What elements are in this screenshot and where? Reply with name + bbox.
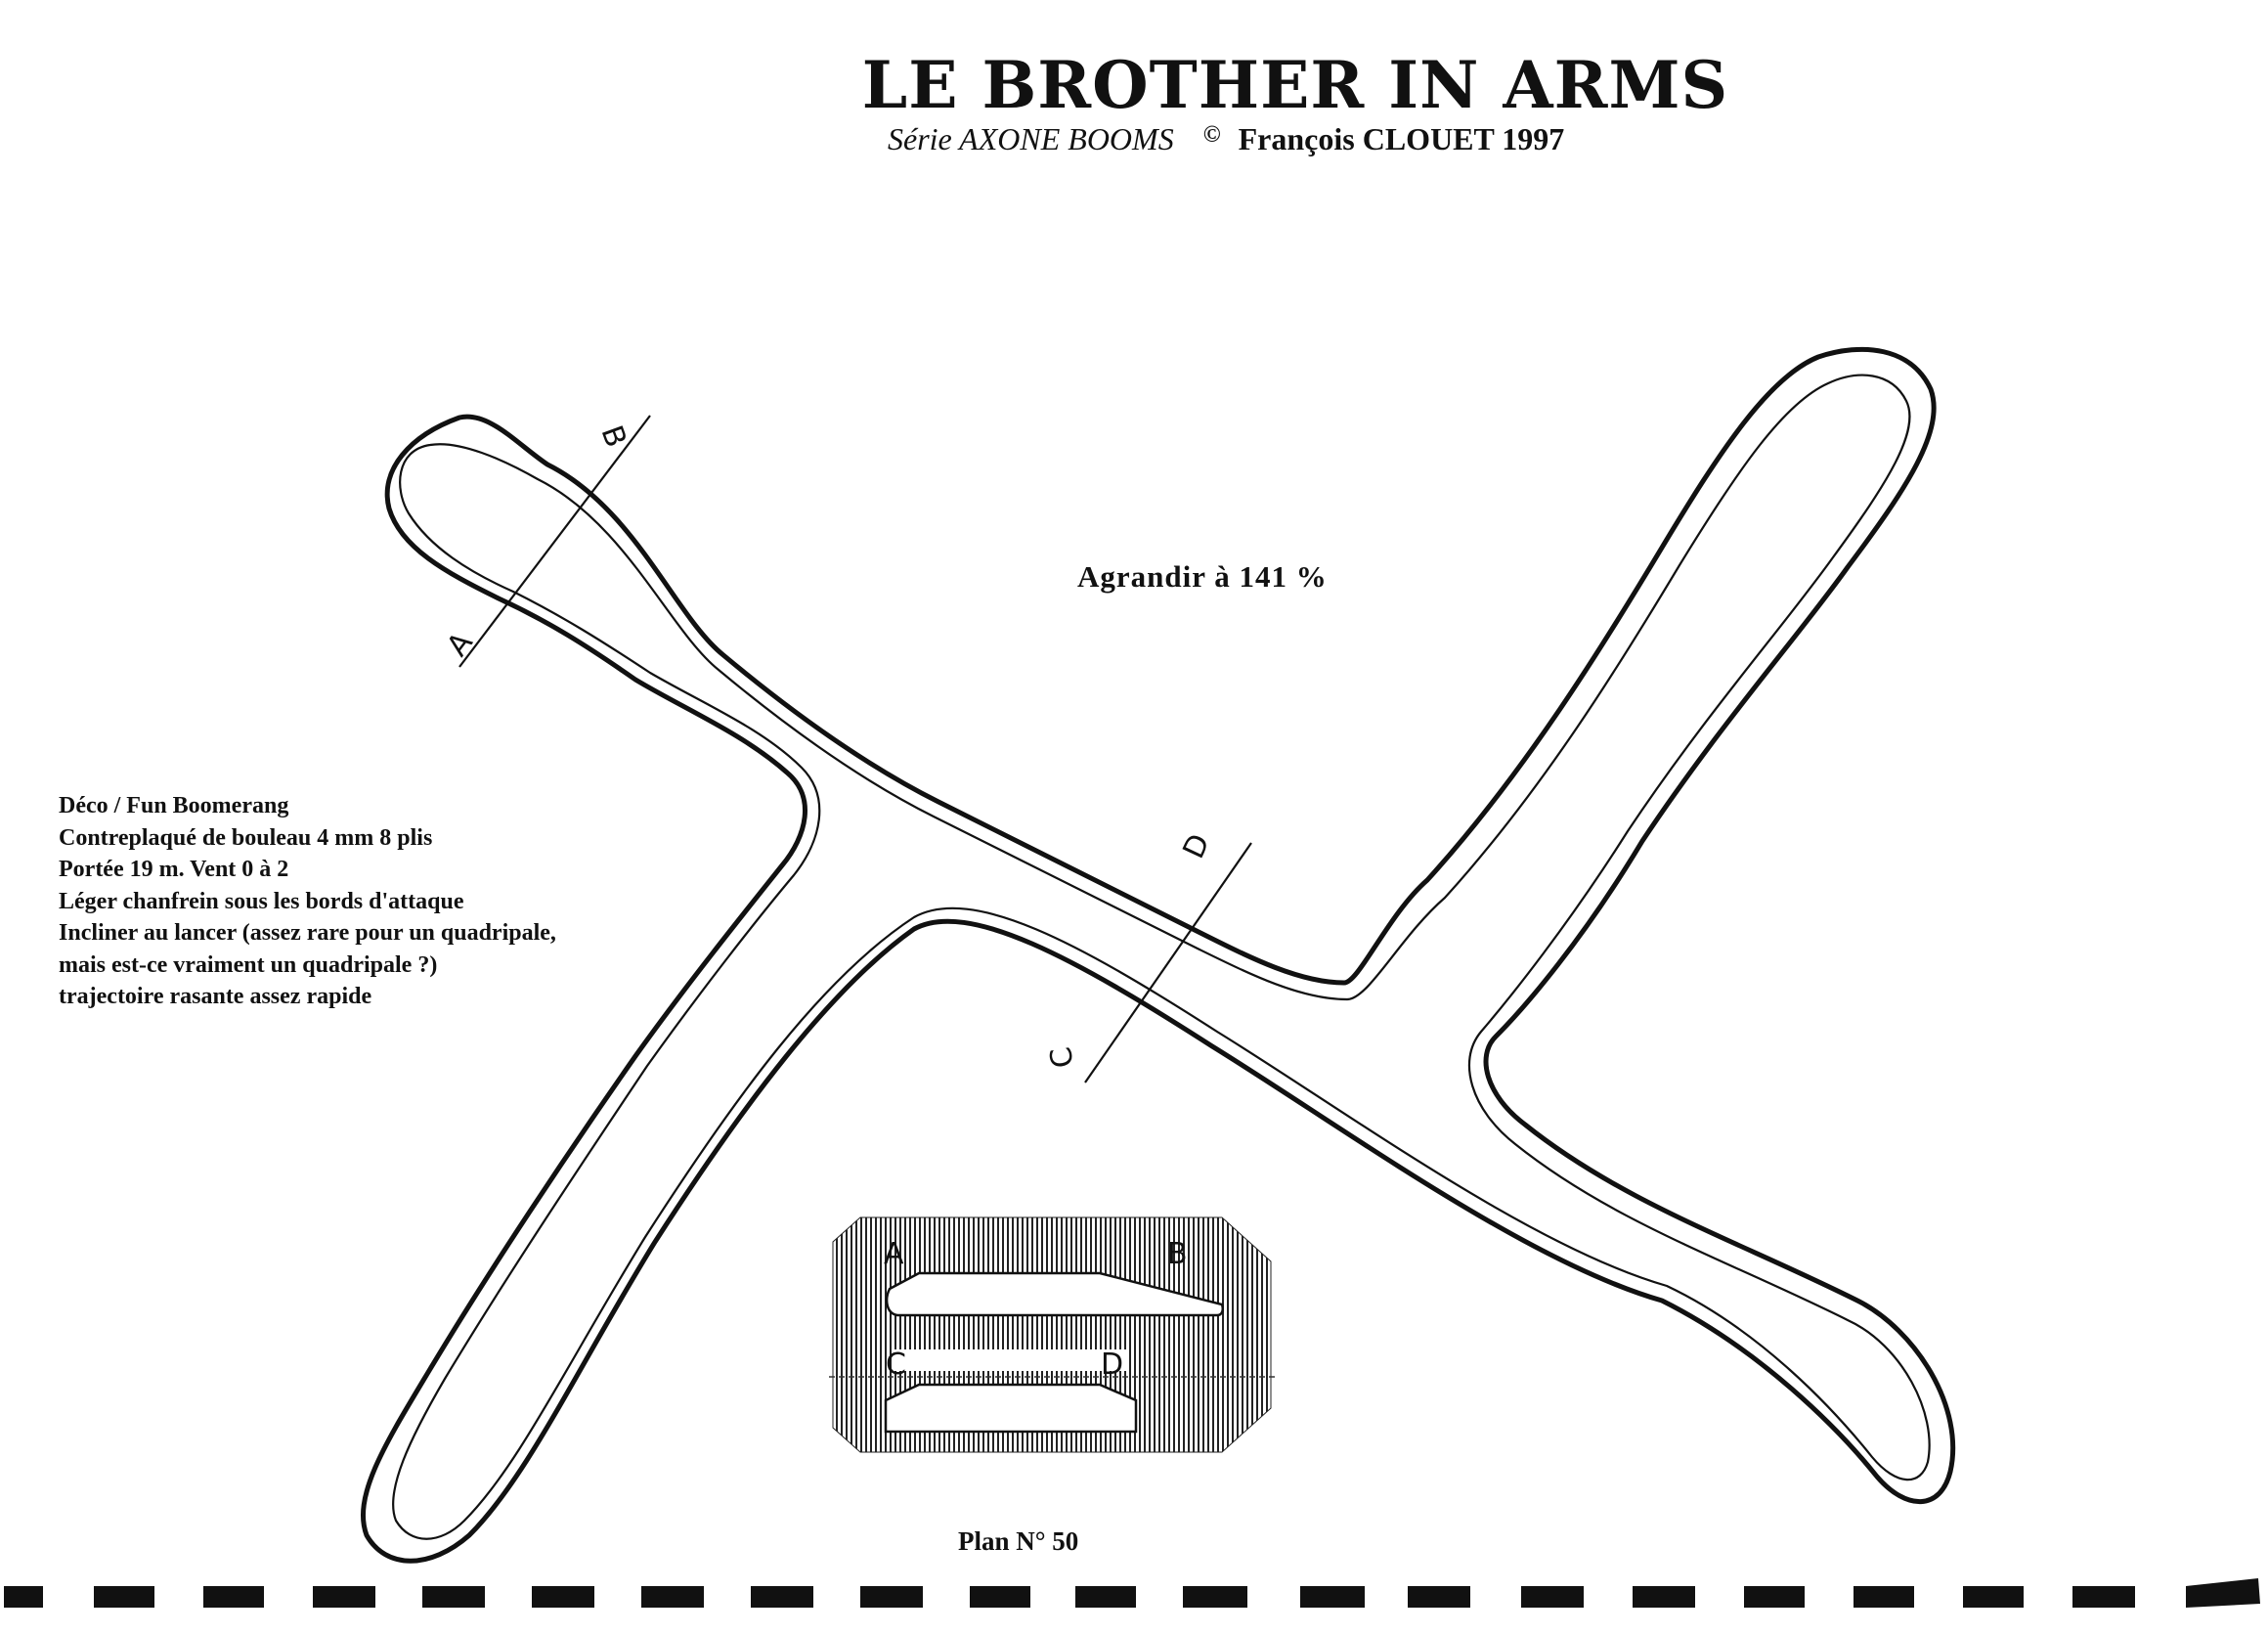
- section-label-d: D: [1177, 829, 1217, 864]
- enlarge-note: Agrandir à 141 %: [1077, 559, 1328, 594]
- copyright-symbol: ©: [1202, 122, 1221, 148]
- author-credit: François CLOUET 1997: [1238, 121, 1565, 156]
- note-line: Déco / Fun Boomerang: [59, 793, 289, 818]
- note-line: Incliner au lancer (assez rare pour un q…: [59, 920, 556, 946]
- spec-notes: Déco / Fun Boomerang Contreplaqué de bou…: [59, 790, 556, 1013]
- subtitle: Série AXONE BOOMS © François CLOUET 1997: [888, 121, 1564, 157]
- profile-ab: [885, 1271, 1225, 1317]
- note-line: Contreplaqué de bouleau 4 mm 8 plis: [59, 824, 433, 851]
- profile-cd: [884, 1383, 1138, 1434]
- plan-number: Plan N° 50: [958, 1526, 1079, 1556]
- section-label-a: A: [440, 626, 480, 663]
- section-line-ab: [458, 415, 651, 668]
- profile-label-b: B: [1167, 1237, 1188, 1271]
- boomerang-outline: [361, 346, 1956, 1564]
- profile-label-c: C: [886, 1348, 906, 1382]
- page-title: LE BROTHER IN ARMS: [861, 47, 1729, 123]
- series-name: Série AXONE BOOMS: [888, 121, 1174, 156]
- profile-label-d: D: [1101, 1348, 1123, 1382]
- section-line-cd: [1084, 842, 1252, 1083]
- section-label-c: C: [1044, 1044, 1081, 1071]
- profile-gap: [892, 1349, 1126, 1371]
- note-line: Léger chanfrein sous les bords d'attaque: [59, 888, 464, 914]
- boomerang-inner-outline: [392, 374, 1931, 1540]
- dashed-cut-line: [4, 1578, 2260, 1608]
- note-line: trajectoire rasante assez rapide: [59, 984, 372, 1009]
- note-line: mais est-ce vraiment un quadripale ?): [59, 951, 438, 978]
- profile-label-a: A: [884, 1237, 904, 1271]
- note-line: Portée 19 m. Vent 0 à 2: [59, 857, 289, 882]
